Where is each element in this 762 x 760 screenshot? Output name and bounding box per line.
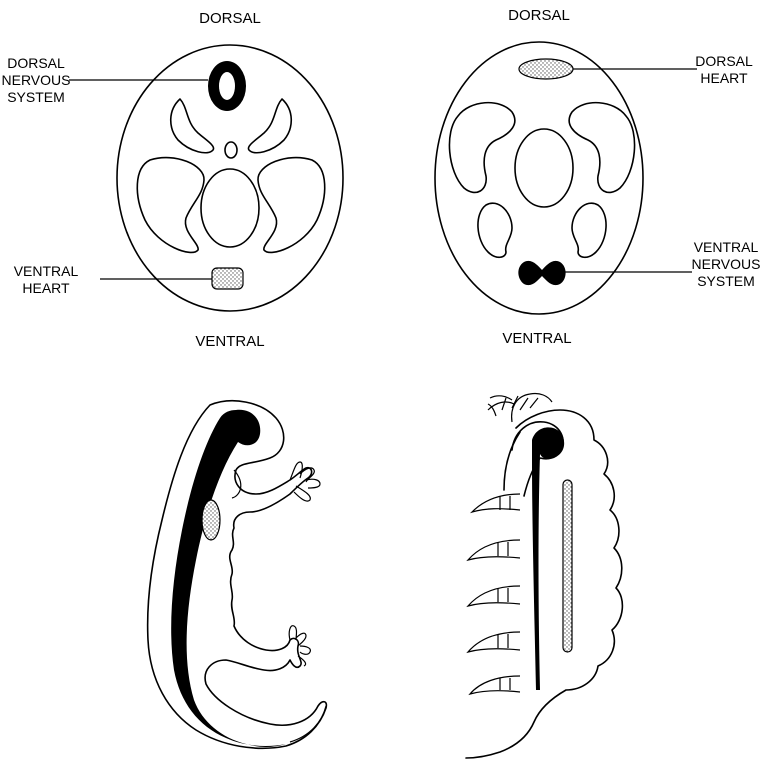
vertebrate-dorsal-label: DORSAL xyxy=(199,10,261,27)
callout-line: NERVOUS xyxy=(2,72,71,88)
callout-line: DORSAL xyxy=(7,55,65,71)
dorsal-nervous-system-label: DORSAL NERVOUS SYSTEM xyxy=(2,55,71,105)
leg-joints xyxy=(498,496,510,690)
callout-line: DORSAL xyxy=(695,53,753,69)
arthropod-animal-drawing xyxy=(466,393,622,758)
arthropod-gut xyxy=(515,129,573,207)
vertebrate-animal-drawing xyxy=(148,401,327,748)
left-upper-muscle xyxy=(449,103,514,193)
callout-line: HEART xyxy=(22,280,70,296)
callout-line: VENTRAL xyxy=(694,239,759,255)
dorsal-spinal-cord xyxy=(171,410,286,747)
vertebrate-gut xyxy=(201,169,259,247)
callout-line: VENTRAL xyxy=(14,263,79,279)
leg xyxy=(472,494,520,512)
notochord xyxy=(225,142,237,158)
vertebrate-body-outline xyxy=(148,401,327,748)
arthropod-dorsal-label: DORSAL xyxy=(508,7,570,24)
ventral-heart-label: VENTRAL HEART xyxy=(14,263,79,296)
arthropod-heart xyxy=(563,480,572,652)
ventral-nervous-system-label: VENTRAL NERVOUS SYSTEM xyxy=(692,239,761,289)
callout-line: NERVOUS xyxy=(692,256,761,272)
leg xyxy=(468,586,520,606)
ventral-nerve-cord xyxy=(532,427,564,690)
arthropod-ventral-label: VENTRAL xyxy=(502,330,571,347)
callout-line: SYSTEM xyxy=(7,89,65,105)
left-lower-muscle xyxy=(137,158,204,253)
callout-line: HEART xyxy=(700,70,748,86)
right-lower-muscle xyxy=(258,158,325,253)
callout-line: SYSTEM xyxy=(697,273,755,289)
right-upper-muscle xyxy=(569,103,634,193)
left-upper-muscle xyxy=(171,99,214,153)
nerve-cord-lumen xyxy=(219,72,235,100)
ventral-nerve-cord xyxy=(518,261,565,285)
right-upper-muscle xyxy=(248,99,291,153)
arthropod-legs xyxy=(468,494,520,694)
dorsal-heart xyxy=(519,59,573,79)
right-lower-muscle xyxy=(572,203,606,257)
vertebrate-heart xyxy=(202,500,220,540)
arthropod-body-outline xyxy=(466,410,622,758)
vertebrate-cross-section: DORSAL VENTRAL DORSAL NERVOUS SYSTEM VEN… xyxy=(2,10,343,350)
dorsal-heart-label: DORSAL HEART xyxy=(695,53,753,86)
leg xyxy=(468,632,520,652)
vertebrate-ventral-label: VENTRAL xyxy=(195,333,264,350)
leg xyxy=(470,676,520,694)
left-lower-muscle xyxy=(478,203,512,257)
arthropod-cross-section: DORSAL VENTRAL DORSAL HEART VENTRAL NERV… xyxy=(435,7,760,347)
ventral-heart xyxy=(212,268,243,289)
leg xyxy=(468,540,520,560)
arthropod-antenna-segments xyxy=(488,396,538,416)
